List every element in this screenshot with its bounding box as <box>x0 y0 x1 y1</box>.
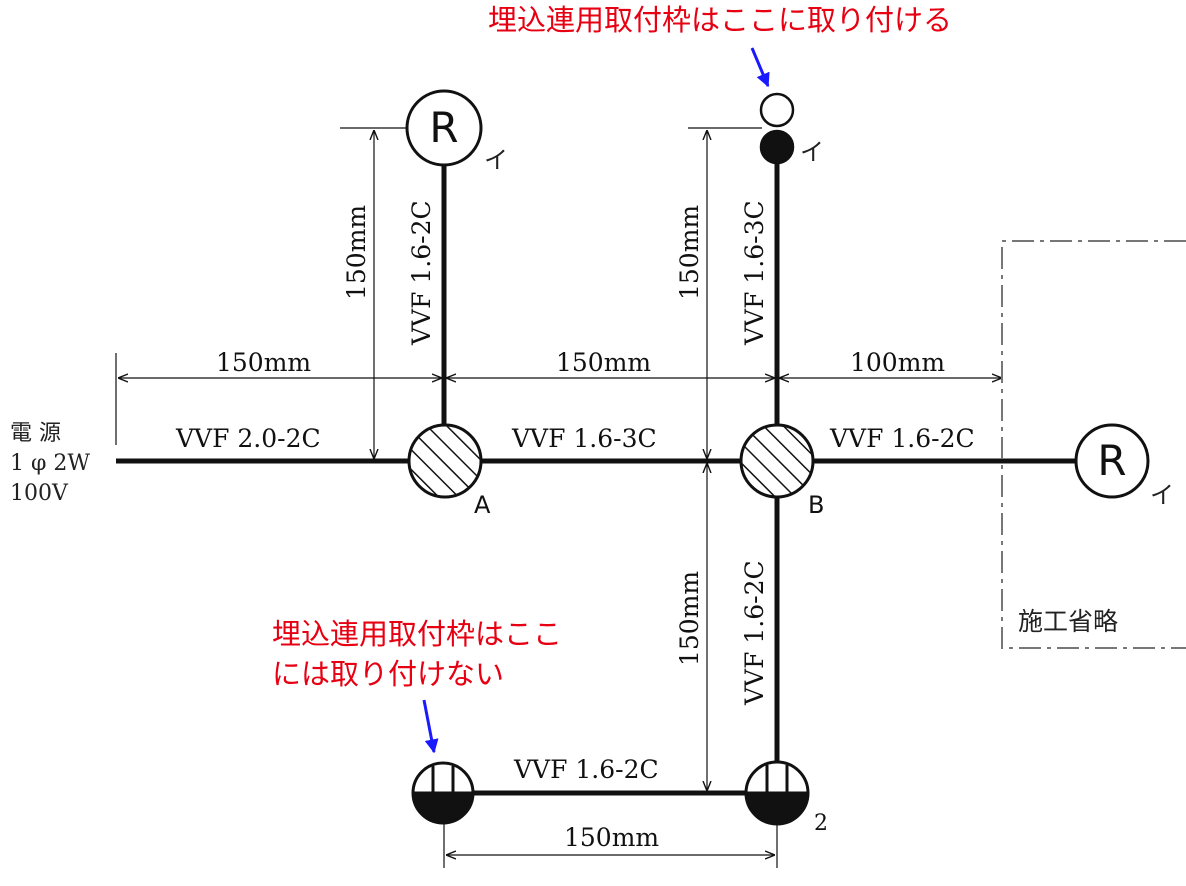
mark-i-switch: イ <box>800 138 824 166</box>
dim-label-a-vertical: 150mm <box>342 205 371 300</box>
power-label-1: 電 源 <box>10 421 61 446</box>
wires <box>116 164 1076 796</box>
power-label-3: 100V <box>10 481 69 506</box>
receptacle-right <box>1074 423 1150 499</box>
wire-label-b-top: VVF 1.6-3C <box>740 200 769 346</box>
mark-i-right-light: イ <box>1150 481 1174 509</box>
power-label-2: 1 φ 2W <box>10 451 90 476</box>
wire-label-a-top: VVF 1.6-2C <box>407 200 436 346</box>
receptacle-top <box>405 89 483 167</box>
mark-i-top-light: イ <box>484 146 508 174</box>
pilot-lamp-icon <box>759 92 795 128</box>
outlet-mark-2: 2 <box>814 811 828 836</box>
junction-box-b <box>739 423 815 499</box>
labels: 電 源 1 φ 2W 100V VVF 2.0-2C VVF 1.6-3C VV… <box>10 3 1174 852</box>
switch-icon <box>759 129 795 165</box>
dim-label-b-to-boundary: 100mm <box>850 348 945 377</box>
note-bottom-arrow <box>422 699 439 754</box>
construction-omitted-label: 施工省略 <box>1018 607 1118 636</box>
receptacle-top-symbol: R <box>429 103 458 152</box>
note-top: 埋込連用取付枠はここに取り付ける <box>488 3 952 37</box>
receptacle-right-symbol: R <box>1097 436 1126 485</box>
dim-label-b-vertical-bottom: 150mm <box>675 571 704 666</box>
note-top-arrow <box>750 47 770 88</box>
dim-label-source-to-a: 150mm <box>216 348 311 377</box>
wire-label-source-to-a: VVF 2.0-2C <box>175 424 321 453</box>
wire-label-bottom: VVF 1.6-2C <box>513 755 659 784</box>
construction-omitted-boundary <box>1001 240 1186 649</box>
note-bottom-line2: には取り付けない <box>272 657 504 691</box>
wire-label-b-to-right: VVF 1.6-2C <box>829 424 975 453</box>
box-label-a: A <box>474 491 491 519</box>
switch-stack-top <box>759 92 795 165</box>
box-label-b: B <box>808 491 824 519</box>
dim-label-a-to-b: 150mm <box>556 348 651 377</box>
wire-label-a-to-b: VVF 1.6-3C <box>511 424 657 453</box>
wire-label-b-bottom: VVF 1.6-2C <box>740 560 769 706</box>
outlet-left <box>411 761 475 825</box>
junction-box-a <box>407 423 483 499</box>
note-bottom-line1: 埋込連用取付枠はここ <box>272 617 562 651</box>
dim-label-bottom: 150mm <box>564 823 659 852</box>
outlet-right <box>744 760 810 826</box>
dim-label-b-vertical-top: 150mm <box>675 205 704 300</box>
